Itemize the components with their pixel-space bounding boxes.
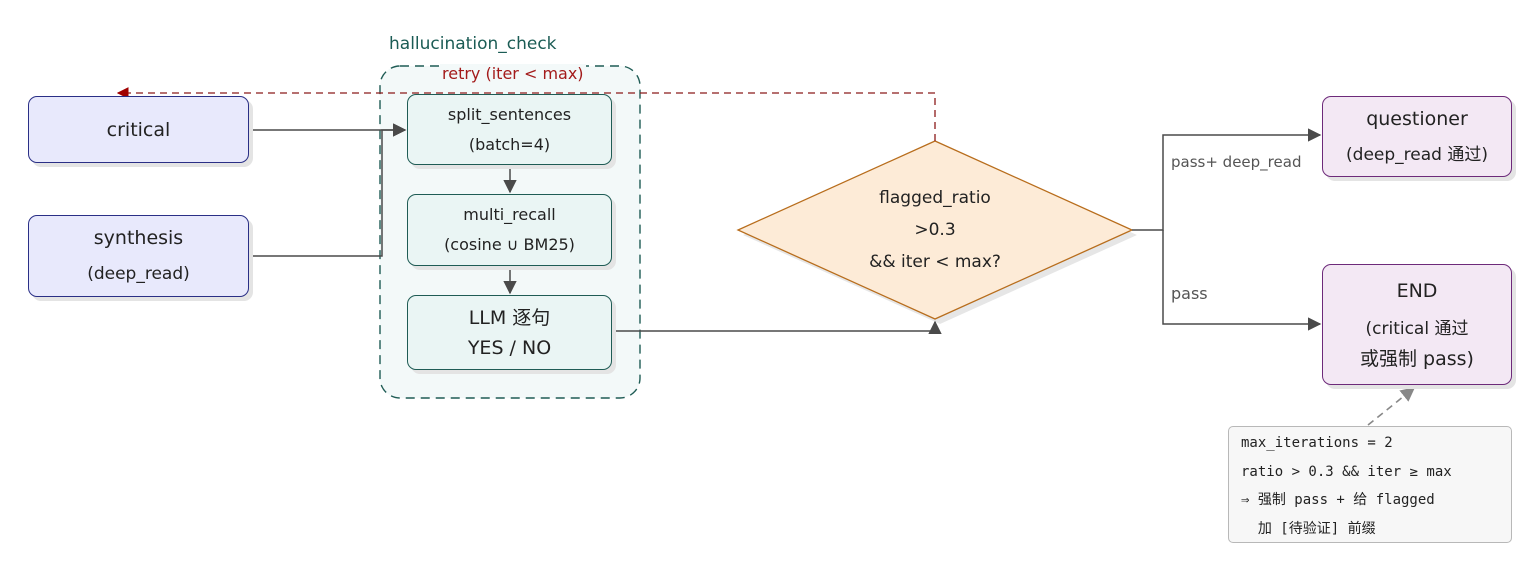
pass-deep-read-label: pass+ deep_read (1171, 153, 1302, 171)
node-llm-judge[interactable]: LLM 逐句 YES / NO (407, 295, 612, 370)
node-recall-line-1: multi_recall (463, 205, 556, 224)
decision-text[interactable]: flagged_ratio >0.3 && iter < max? (800, 182, 1070, 278)
node-split-line-2: (batch=4) (468, 134, 551, 154)
note-line-4: 加 [待验证] 前缀 (1241, 520, 1376, 537)
group-title: hallucination_check (389, 34, 557, 54)
node-end-line-2: (critical 通过 (1365, 318, 1469, 339)
node-questioner[interactable]: questioner (deep_read 通过) (1322, 96, 1512, 177)
node-synthesis-line-2: (deep_read) (87, 264, 190, 284)
edge-synthesis-to-split (248, 123, 407, 257)
node-questioner-line-1: questioner (1366, 107, 1468, 130)
max-iterations-note: max_iterations = 2 ratio > 0.3 && iter ≥ … (1228, 426, 1512, 543)
node-llm-line-1: LLM 逐句 (468, 306, 551, 329)
decision-diamond (736, 140, 1134, 320)
node-llm-line-2: YES / NO (467, 336, 552, 359)
node-questioner-line-2: (deep_read 通过) (1346, 144, 1488, 165)
node-split-sentences[interactable]: split_sentences (batch=4) (407, 94, 612, 165)
edge-decision-to-end (1162, 230, 1322, 331)
node-end[interactable]: END (critical 通过 或强制 pass) (1322, 264, 1512, 385)
note-line-3: ⇒ 强制 pass + 给 flagged (1241, 492, 1435, 508)
node-synthesis-line-1: synthesis (93, 227, 184, 249)
edge-note-to-end (1367, 387, 1416, 426)
node-end-line-3: 或强制 pass) (1360, 347, 1474, 370)
edge-decision-to-questioner (1132, 128, 1322, 231)
note-line-2: ratio > 0.3 && iter ≥ max (1241, 463, 1452, 480)
retry-label: retry (iter < max) (440, 64, 586, 83)
pass-label: pass (1171, 284, 1208, 303)
node-split-line-1: split_sentences (447, 104, 572, 124)
decision-line-3: && iter < max? (869, 252, 1001, 272)
edge-retry-loop (116, 87, 936, 141)
node-synthesis[interactable]: synthesis (deep_read) (28, 215, 249, 297)
node-end-line-1: END (1396, 279, 1438, 302)
node-critical[interactable]: critical (28, 96, 249, 163)
edge-llm-to-decision (612, 320, 942, 335)
decision-line-1: flagged_ratio (879, 188, 991, 208)
node-multi-recall[interactable]: multi_recall (cosine ∪ BM25) (407, 194, 612, 266)
decision-line-2: >0.3 (914, 220, 956, 240)
node-recall-line-2: (cosine ∪ BM25) (444, 235, 575, 254)
node-critical-line-1: critical (106, 118, 171, 141)
note-line-1: max_iterations = 2 (1241, 435, 1393, 451)
